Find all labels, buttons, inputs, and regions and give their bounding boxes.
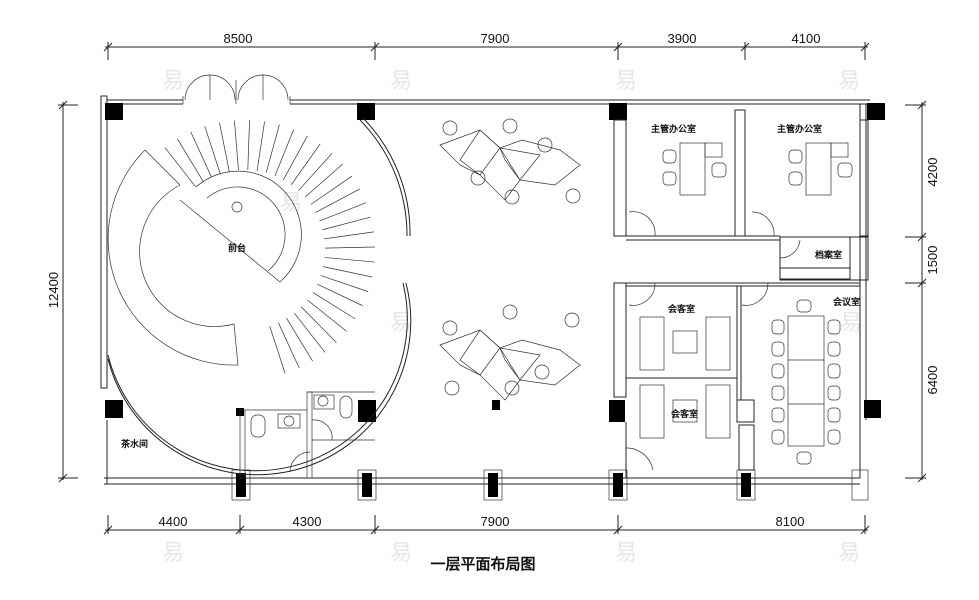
spiral-staircase	[107, 120, 375, 374]
stair-tread	[317, 283, 363, 306]
dim-right-3: 6400	[925, 366, 940, 395]
stair-tread	[324, 257, 375, 263]
stair-tread	[269, 325, 286, 374]
drawing-title: 一层平面布局图	[430, 555, 535, 573]
meeting-chair	[771, 319, 785, 335]
stair-tread	[322, 216, 371, 231]
dim-bottom-2: 4300	[293, 514, 322, 529]
stair-tread	[319, 202, 367, 222]
svg-text:易: 易	[390, 311, 412, 336]
label-tea-room: 茶水间	[120, 438, 148, 450]
stair-tread	[283, 135, 308, 180]
restrooms	[239, 391, 375, 479]
stair-tread	[324, 246, 375, 249]
column-frames	[231, 469, 869, 501]
exterior-walls	[100, 95, 870, 485]
stair-tread	[219, 122, 230, 172]
dimension-right: 4200 1500 6400	[905, 100, 940, 483]
svg-text:易: 易	[280, 191, 302, 216]
stair-tread	[320, 275, 369, 292]
dim-top-4: 4100	[792, 31, 821, 46]
stair-tread	[278, 322, 300, 369]
label-manager-office-2: 主管办公室	[777, 123, 822, 135]
meeting-chair	[827, 319, 841, 335]
dimension-left: 12400	[46, 100, 78, 483]
stair-tread	[315, 188, 360, 213]
svg-text:易: 易	[162, 69, 184, 94]
stair-tread	[164, 147, 197, 188]
office-furniture	[625, 142, 853, 471]
stair-tread	[304, 163, 343, 198]
meeting-chair	[827, 407, 841, 423]
stair-tread	[256, 121, 265, 171]
stair-tread	[300, 306, 337, 343]
stair-tread	[307, 299, 347, 332]
stair-tread	[312, 292, 356, 320]
svg-text:易: 易	[838, 541, 860, 566]
stair-tread	[190, 131, 212, 178]
stair-tread	[177, 138, 204, 182]
meeting-chair	[771, 363, 785, 379]
dim-top-3: 3900	[668, 31, 697, 46]
stair-tread	[323, 266, 373, 278]
stair-tread	[298, 153, 333, 191]
watermark: 易 易 易 易 易 易 易 易 易 易 易	[162, 69, 862, 566]
stair-tread	[247, 120, 250, 171]
stair-tread	[234, 120, 239, 171]
workstation-cluster-1	[439, 118, 581, 205]
svg-text:易: 易	[840, 311, 862, 336]
stair-tread	[204, 126, 221, 175]
label-meeting-room: 会议室	[833, 296, 860, 308]
entrance-door	[182, 74, 291, 104]
label-guest-room-1: 会客室	[668, 303, 695, 315]
stair-tread	[274, 129, 295, 176]
dimension-top: 8500 7900 3900 4100	[103, 31, 870, 60]
curved-partition	[107, 117, 412, 476]
dim-bottom-3: 7900	[481, 514, 510, 529]
label-reception: 前台	[228, 242, 246, 254]
svg-text:易: 易	[162, 541, 184, 566]
dim-right-1: 4200	[925, 158, 940, 187]
svg-text:易: 易	[390, 541, 412, 566]
dim-top-1: 8500	[224, 31, 253, 46]
meeting-chair	[827, 385, 841, 401]
stair-tread	[324, 231, 374, 240]
dim-bottom-1: 4400	[159, 514, 188, 529]
dim-bottom-4: 8100	[776, 514, 805, 529]
room-labels: 主管办公室 主管办公室 档案室 会客室 会客室 会议室	[651, 123, 860, 420]
svg-text:易: 易	[615, 69, 637, 94]
svg-text:易: 易	[615, 541, 637, 566]
stair-tread	[293, 312, 326, 353]
meeting-chair	[827, 363, 841, 379]
meeting-chair	[771, 429, 785, 445]
meeting-chair	[771, 341, 785, 357]
svg-text:易: 易	[390, 69, 412, 94]
label-guest-room-2: 会客室	[671, 408, 698, 420]
meeting-chair	[771, 385, 785, 401]
stair-tread	[265, 124, 280, 173]
dim-top-2: 7900	[481, 31, 510, 46]
meeting-chair	[771, 407, 785, 423]
reception-desk	[179, 170, 302, 283]
dim-right-2: 1500	[925, 246, 940, 275]
label-manager-office-1: 主管办公室	[651, 123, 696, 135]
label-archive: 档案室	[815, 249, 842, 261]
workstation-cluster-2	[439, 304, 581, 401]
columns	[105, 103, 885, 497]
stair-tread	[290, 143, 321, 185]
dim-left: 12400	[46, 272, 61, 308]
stair-tread	[286, 318, 313, 362]
svg-text:易: 易	[838, 69, 860, 94]
meeting-chair	[827, 429, 841, 445]
stair-tread	[310, 175, 353, 205]
dimension-bottom: 4400 4300 7900 8100	[103, 514, 870, 535]
meeting-chair	[827, 341, 841, 357]
